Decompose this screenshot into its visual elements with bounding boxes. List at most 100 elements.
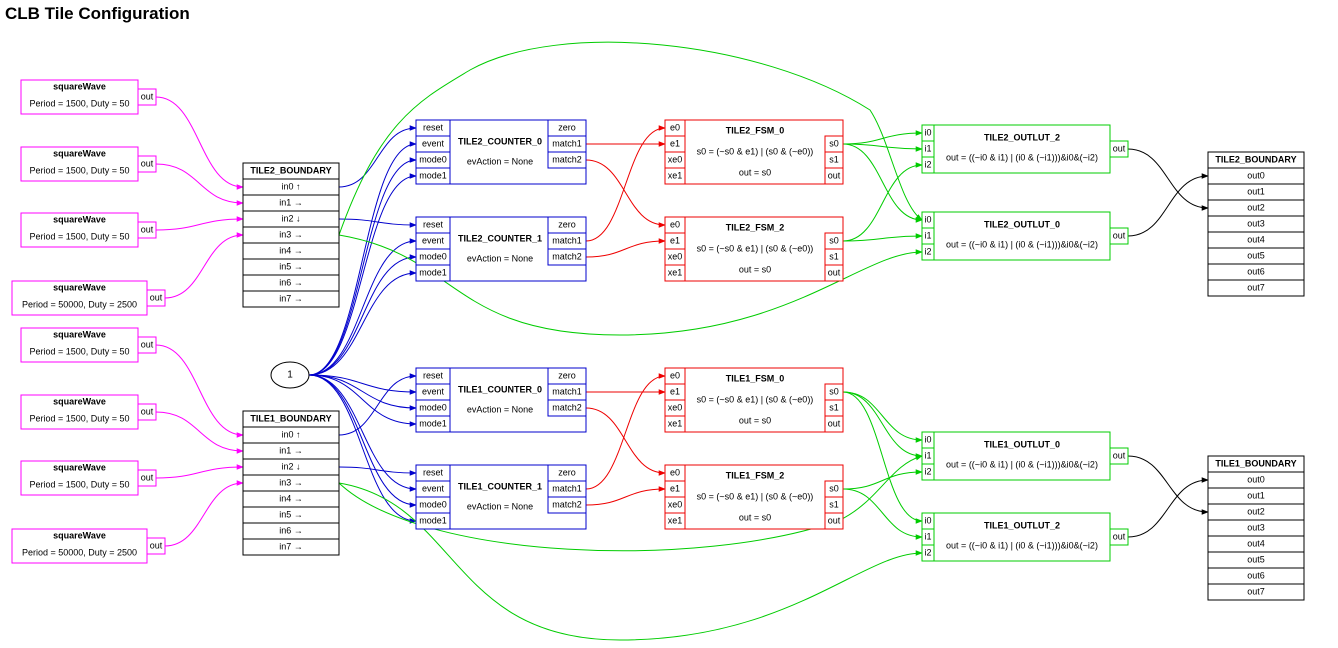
fsm-equation: s0 = (~s0 & e1) | (s0 & (~e0)) xyxy=(697,243,814,253)
generator-box xyxy=(20,146,139,182)
counter-output-port xyxy=(547,399,587,417)
outlut-input-label: i0 xyxy=(924,214,931,224)
counter-output-label: zero xyxy=(558,467,576,477)
fsm-equation: s0 = (~s0 & e1) | (s0 & (~e0)) xyxy=(697,394,814,404)
fsm-title: TILE2_FSM_0 xyxy=(726,125,785,135)
boundary-port-label: in1 → xyxy=(279,445,303,455)
state-wire xyxy=(842,143,923,223)
generator-label: squareWave xyxy=(53,462,106,472)
generator-label: squareWave xyxy=(53,396,106,406)
counter-input-label: event xyxy=(422,483,445,493)
generator-port-label: out xyxy=(141,406,154,416)
generator-wire xyxy=(155,344,244,438)
counter-output-label: match1 xyxy=(552,138,582,148)
boundary-port-label: out0 xyxy=(1247,474,1265,484)
event-wire xyxy=(338,373,417,436)
counter-input-label: mode0 xyxy=(419,251,447,261)
boundary-port-label: out4 xyxy=(1247,234,1265,244)
page-title: CLB Tile Configuration xyxy=(5,4,190,23)
generator-params: Period = 1500, Duty = 50 xyxy=(29,231,129,241)
reset-wire xyxy=(338,218,417,228)
counter-action: evAction = None xyxy=(467,156,533,166)
boundary-port-row xyxy=(1207,279,1305,297)
outlut-title: TILE1_OUTLUT_2 xyxy=(984,520,1060,530)
generator-port-label: out xyxy=(141,224,154,234)
fsm-output-label: s1 xyxy=(829,154,839,164)
outlut-output-label: out xyxy=(1113,230,1126,240)
constant-label: 1 xyxy=(287,370,293,381)
outlut-input-label: i2 xyxy=(924,466,931,476)
counter-block: reseteventmode0mode1zeromatch1match2TILE… xyxy=(415,216,587,282)
counter-input-label: event xyxy=(422,235,445,245)
match-wire xyxy=(585,373,666,490)
generator-port-label: out xyxy=(150,292,163,302)
fsm-title: TILE2_FSM_2 xyxy=(726,222,785,232)
generator-port-label: out xyxy=(141,91,154,101)
generator-label: squareWave xyxy=(53,282,106,292)
fsm-output-label: s0 xyxy=(829,386,839,396)
outlut-box xyxy=(921,211,1111,261)
generator-port xyxy=(137,88,157,106)
output-wire xyxy=(1127,148,1209,211)
fsm-output-label: s1 xyxy=(829,251,839,261)
outlut-input-label: i1 xyxy=(924,450,931,460)
boundary-port-label: out6 xyxy=(1247,266,1265,276)
outlut-input-label: i0 xyxy=(924,434,931,444)
boundary-port-label: out1 xyxy=(1247,490,1265,500)
fsm-input-port xyxy=(664,264,686,282)
generator-port xyxy=(146,289,166,307)
outlut-output-label: out xyxy=(1113,531,1126,541)
counter-title: TILE2_COUNTER_0 xyxy=(458,136,542,146)
generator-wire xyxy=(164,480,244,547)
generator-port-label: out xyxy=(141,339,154,349)
generator-label: squareWave xyxy=(53,329,106,339)
boundary-port-label: in0 ↑ xyxy=(281,181,300,191)
event-wire xyxy=(338,125,417,188)
boundary-port-label: in2 ↓ xyxy=(281,461,300,471)
fsm-output-label: out xyxy=(828,170,841,180)
generator-box xyxy=(20,327,139,363)
outlut-output-port xyxy=(1109,528,1129,546)
generator-label: squareWave xyxy=(53,530,106,540)
counter-output-label: match2 xyxy=(552,499,582,509)
mode-wire xyxy=(308,270,417,376)
boundary-title: TILE2_BOUNDARY xyxy=(250,165,331,175)
counter-output-label: match2 xyxy=(552,402,582,412)
fsm-input-label: e1 xyxy=(670,386,680,396)
mode-wire xyxy=(308,374,417,524)
state-wire xyxy=(842,391,923,443)
outlut-equation: out = ((~i0 & i1) | (i0 & (~i1)))&i0&(~i… xyxy=(946,459,1098,469)
fsm-output-label: s1 xyxy=(829,499,839,509)
boundary-port-label: in5 → xyxy=(279,261,303,271)
fsm-output-equation: out = s0 xyxy=(739,415,771,425)
generator-wire xyxy=(155,163,244,206)
fsm-box xyxy=(664,119,844,185)
fsm-input-label: e0 xyxy=(670,370,680,380)
mode-wire xyxy=(308,238,417,376)
counter-title: TILE1_COUNTER_0 xyxy=(458,384,542,394)
fsm-output-port xyxy=(824,167,844,185)
counter-output-label: match1 xyxy=(552,483,582,493)
boundary-port-label: out0 xyxy=(1247,170,1265,180)
outlut-box xyxy=(921,124,1111,174)
counter-input-label: reset xyxy=(423,467,444,477)
counter-input-label: mode1 xyxy=(419,418,447,428)
boundary-port-label: out1 xyxy=(1247,186,1265,196)
boundary-port-label: in2 ↓ xyxy=(281,213,300,223)
generator-box xyxy=(20,460,139,496)
outlut-equation: out = ((~i0 & i1) | (i0 & (~i1)))&i0&(~i… xyxy=(946,239,1098,249)
constant-one-node: 1 xyxy=(270,361,310,389)
boundary-port-row xyxy=(1207,583,1305,601)
counter-output-label: zero xyxy=(558,370,576,380)
boundary-port-label: out2 xyxy=(1247,506,1265,516)
